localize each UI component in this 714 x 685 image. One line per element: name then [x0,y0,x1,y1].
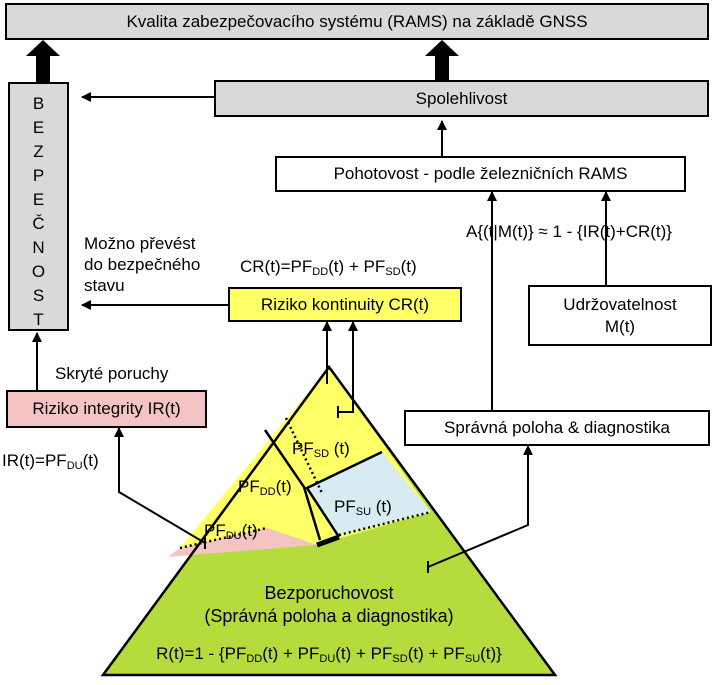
safe-state-line1: Možno převést [84,234,196,253]
availability-formula: A{(t|M(t)} ≈ 1 - {IR(t)+CR(t)} [466,222,672,241]
boundary-dd [263,429,322,541]
safe-state-text: Možno převést do bezpečného stavu [84,233,200,296]
triangle-blue-region [307,452,431,535]
reliability-box: Spolehlivost [214,80,709,117]
title-box: Kvalita zabezpečovacího systému (RAMS) n… [5,3,709,40]
safety-to-title-head [26,40,60,56]
reliability-text: Spolehlivost [415,88,508,108]
continuity-risk-box: Riziko kontinuity CR(t) [228,287,462,322]
triangle-main-line2: (Správná poloha a diagnostika) [204,606,454,626]
safety-to-title-shaft [36,52,50,82]
dotted-sd-dd [284,417,324,494]
continuity-formula: CR(t)=PFDD(t) + PFSD(t) [240,257,417,278]
safety-letter: S [32,286,45,305]
safety-letter: E [32,190,45,209]
triangle-pink-region [168,528,317,557]
integrity-risk-text: Riziko integrity IR(t) [32,399,181,418]
triangle-main-text: Bezporuchovost (Správná poloha a diagnos… [103,582,555,628]
maintainability-box: Udržovatelnost M(t) [528,285,712,346]
safety-letter: E [32,118,45,137]
triangle-main-line1: Bezporuchovost [264,583,394,603]
green-to-position-arrow [427,445,533,568]
reliability-formula: R(t)=1 - {PFDD(t) + PFDU(t) + PFSD(t) + … [156,644,502,665]
safety-letter: P [32,166,45,185]
reliability-to-title-shaft [435,52,449,82]
boundary-thick [316,534,340,548]
title-text: Kvalita zabezpečovacího systému (RAMS) n… [126,11,588,31]
safety-letter: B [32,94,45,113]
hidden-failures-text: Skryté poruchy [55,364,169,383]
pf-sd-label: PFSD (t) [292,439,350,460]
safety-letter: Z [33,142,44,161]
reliability-to-title-head [425,40,459,56]
availability-text: Pohotovost - podle železničních RAMS [333,164,628,183]
pf-dd-label: PFDD(t) [238,477,292,498]
safe-state-line2: do bezpečného [84,255,201,274]
pf-du-label: PFDU(t) [204,521,258,542]
safety-letter: O [31,262,46,281]
dotted-green-top [338,510,432,537]
safety-letter: Č [32,214,45,233]
triangle-outline [100,364,558,677]
safe-state-line3: stavu [84,276,125,295]
sd-to-continuity-arrow [338,321,358,413]
maintainability-line2: M(t) [604,316,636,336]
continuity-risk-text: Riziko kontinuity CR(t) [260,294,430,314]
integrity-risk-box: Riziko integrity IR(t) [6,390,207,428]
position-diag-box: Správná poloha & diagnostika [404,410,710,446]
availability-box: Pohotovost - podle železničních RAMS [275,156,686,192]
boundary-su [305,450,383,538]
maintainability-line1: Udržovatelnost [563,294,677,314]
position-diag-text: Správná poloha & diagnostika [444,418,670,437]
safety-letter: N [32,238,45,257]
du-to-integrity-arrow [114,427,206,544]
pf-su-label: PFSU (t) [334,497,392,518]
safety-letter: T [33,310,44,329]
integrity-formula: IR(t)=PFDU(t) [2,451,99,472]
